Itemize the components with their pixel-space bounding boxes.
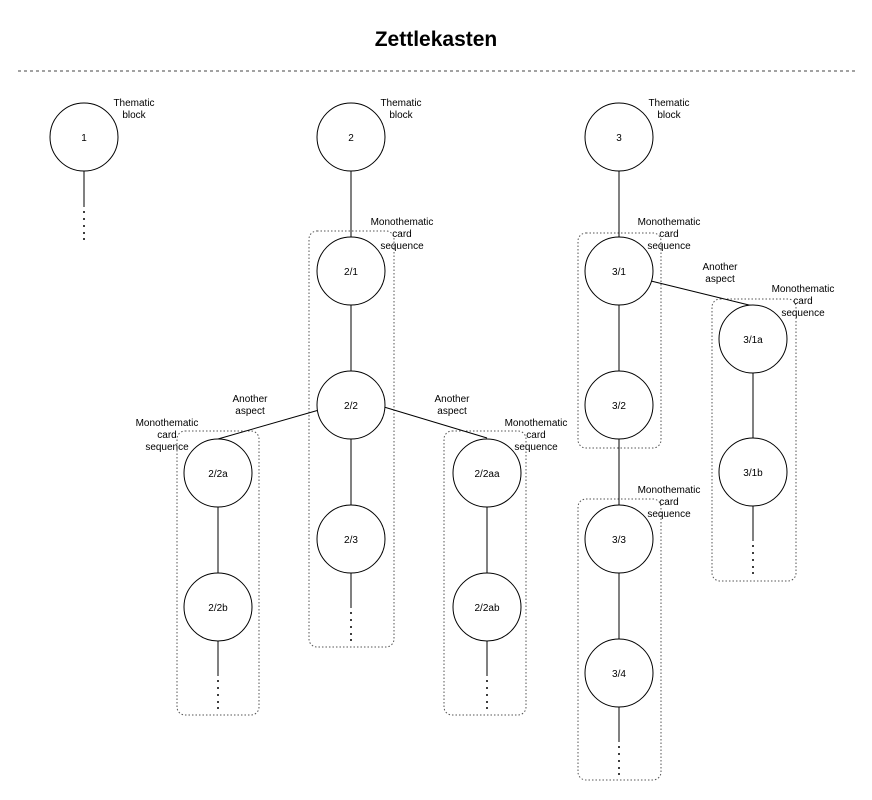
card-node-2-2: 2/2 (316, 370, 386, 440)
monothematic-group-3-1a (711, 298, 797, 582)
card-label-2-2: 2/2 (344, 401, 358, 412)
card-word: card (392, 229, 411, 240)
card-label-2-2a: 2/2a (208, 469, 228, 480)
card-label-2-2aa: 2/2aa (474, 469, 499, 480)
card-label-3-1: 3/1 (612, 267, 626, 278)
aspect-word: aspect (437, 406, 467, 417)
monothematic-word: Monothematic (136, 418, 199, 429)
card-node-2: 2 (316, 102, 386, 172)
card-label-2-3: 2/3 (344, 535, 358, 546)
card-label-3-4: 3/4 (612, 669, 626, 680)
card-word: card (659, 497, 678, 508)
card-label-3-2: 3/2 (612, 401, 626, 412)
card-node-3: 3 (584, 102, 654, 172)
card-word: card (157, 430, 176, 441)
thematic-word: Thematic (113, 98, 154, 109)
monothematic-note-3b: Monothematic card sequence (638, 485, 701, 520)
card-node-2-2ab: 2/2ab (452, 572, 522, 642)
sequence-word: sequence (647, 509, 691, 520)
thematic-block-note-1: Thematic block (113, 98, 154, 121)
card-node-3-3: 3/3 (584, 504, 654, 574)
thematic-block-note-3: Thematic block (648, 98, 689, 121)
card-label-2-2ab: 2/2ab (474, 603, 499, 614)
card-label-3-1a: 3/1a (743, 335, 763, 346)
another-aspect-note-3: Another aspect (702, 262, 738, 285)
card-node-3-4: 3/4 (584, 638, 654, 708)
sequence-word: sequence (145, 442, 189, 453)
aspect-word: aspect (705, 274, 735, 285)
another-aspect-note-left: Another aspect (232, 394, 268, 417)
card-label-3-3: 3/3 (612, 535, 626, 546)
continuation-dots-2-2b (217, 680, 219, 709)
another-aspect-note-right: Another aspect (434, 394, 470, 417)
block-word: block (389, 110, 413, 121)
another-word: Another (434, 394, 470, 405)
monothematic-note-2-2aa: Monothematic card sequence (505, 418, 568, 453)
card-label-3-1b: 3/1b (743, 468, 763, 479)
page-title: Zettlekasten (374, 28, 498, 51)
monothematic-word: Monothematic (505, 418, 568, 429)
thematic-word: Thematic (648, 98, 689, 109)
edge-2-2-2-2a (217, 409, 320, 440)
sequence-word: sequence (514, 442, 558, 453)
card-label-2: 2 (348, 133, 354, 144)
card-node-3-1b: 3/1b (718, 437, 788, 507)
continuation-dots-2-3 (350, 612, 352, 641)
sequence-word: sequence (781, 308, 825, 319)
monothematic-group-2-2a (176, 430, 260, 716)
card-node-2-2b: 2/2b (183, 572, 253, 642)
continuation-dots-3-4 (618, 746, 620, 775)
edge-2-2-2-2aa (383, 406, 488, 439)
card-node-1: 1 (49, 102, 119, 172)
card-label-3: 3 (616, 133, 622, 144)
card-label-2-2b: 2/2b (208, 603, 228, 614)
card-node-2-2aa: 2/2aa (452, 438, 522, 508)
block-word: block (122, 110, 146, 121)
continuation-dots-2-2ab (486, 680, 488, 709)
card-node-2-3: 2/3 (316, 504, 386, 574)
aspect-word: aspect (235, 406, 265, 417)
thematic-block-note-2: Thematic block (380, 98, 421, 121)
continuation-dots-3-1b (752, 545, 754, 574)
block-word: block (657, 110, 681, 121)
card-node-3-1: 3/1 (584, 236, 654, 306)
sequence-word: sequence (647, 241, 691, 252)
card-word: card (659, 229, 678, 240)
card-node-2-1: 2/1 (316, 236, 386, 306)
monothematic-note-2: Monothematic card sequence (371, 217, 434, 252)
monothematic-word: Monothematic (638, 485, 701, 496)
card-label-1: 1 (81, 133, 87, 144)
monothematic-word: Monothematic (371, 217, 434, 228)
another-word: Another (702, 262, 738, 273)
card-node-3-2: 3/2 (584, 370, 654, 440)
monothematic-group-2 (308, 230, 395, 648)
monothematic-word: Monothematic (638, 217, 701, 228)
card-word: card (793, 296, 812, 307)
thematic-word: Thematic (380, 98, 421, 109)
another-word: Another (232, 394, 268, 405)
card-label-2-1: 2/1 (344, 267, 358, 278)
edge-3-1-3-1a (650, 280, 754, 307)
monothematic-word: Monothematic (772, 284, 835, 295)
card-node-3-1a: 3/1a (718, 304, 788, 374)
monothematic-group-2-2aa (443, 430, 527, 716)
monothematic-group-3a (577, 232, 662, 449)
card-node-2-2a: 2/2a (183, 438, 253, 508)
card-word: card (526, 430, 545, 441)
monothematic-note-3a: Monothematic card sequence (638, 217, 701, 252)
monothematic-note-2-2a: Monothematic card sequence (136, 418, 199, 453)
continuation-dots-1 (83, 211, 85, 240)
sequence-word: sequence (380, 241, 424, 252)
monothematic-note-3-1a: Monothematic card sequence (772, 284, 835, 319)
